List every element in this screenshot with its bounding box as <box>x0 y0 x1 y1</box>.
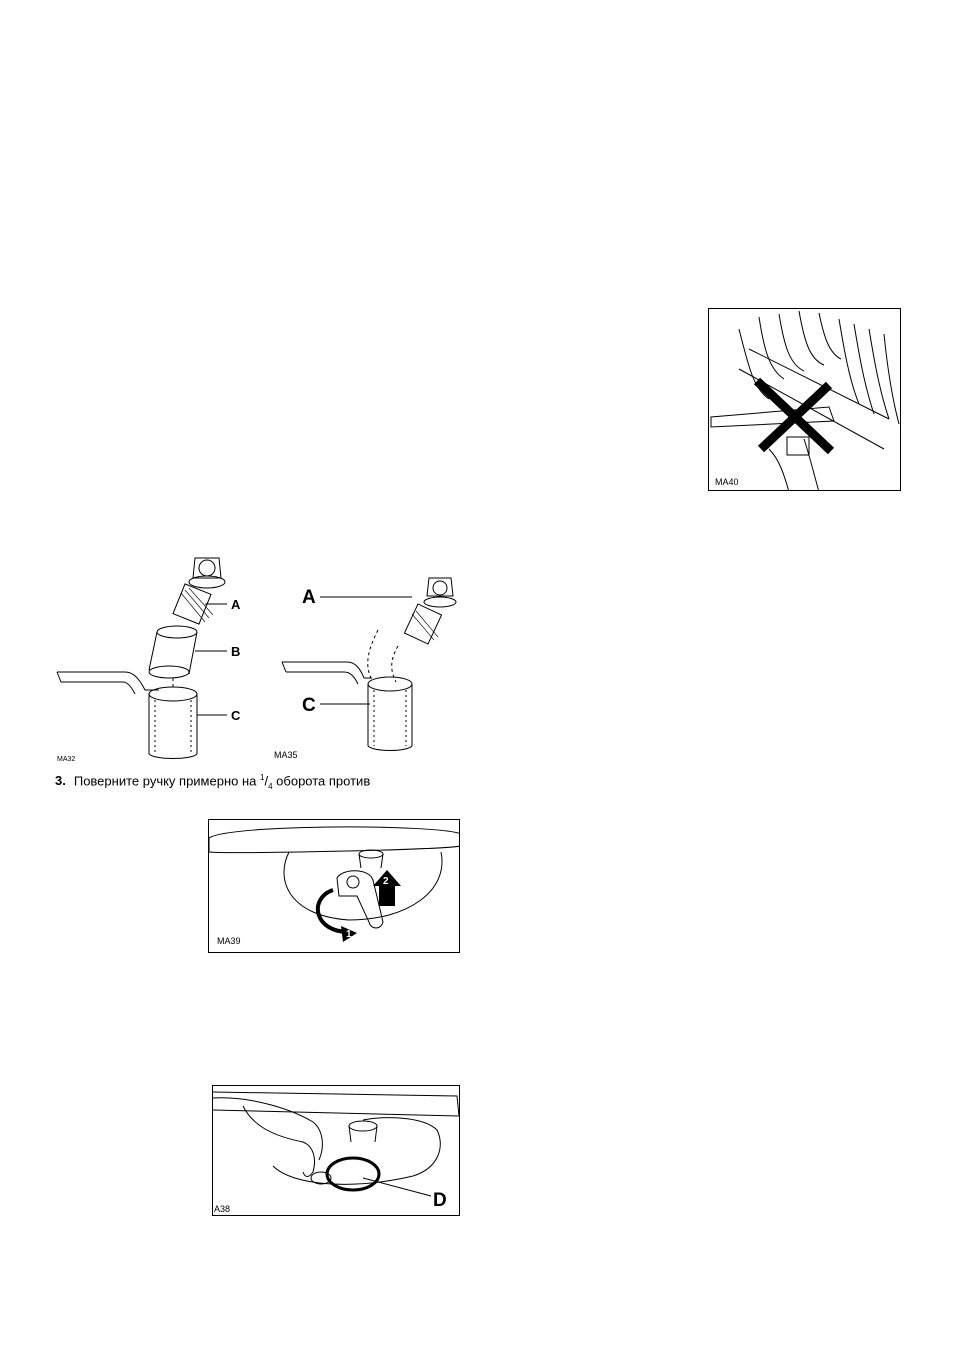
label-c: C <box>302 695 316 716</box>
figure-code: MA40 <box>715 477 739 487</box>
figure-ma40: MA40 <box>708 308 901 491</box>
label-c: C <box>231 708 241 723</box>
figure-code: MA32 <box>57 756 75 763</box>
label-a: A <box>231 597 241 612</box>
arrow-1-label: 1 <box>346 929 352 940</box>
label-d: D <box>433 1190 447 1211</box>
figure-ma39: 1 2 MA39 <box>208 819 460 953</box>
figure-ma32: A B C MA32 <box>55 548 270 770</box>
figure-ma35-drawing: A C <box>272 570 457 765</box>
figure-ma32-drawing: A B C <box>55 548 270 770</box>
step-3-text: 3.Поверните ручку примерно на 1/4 оборот… <box>55 773 370 791</box>
label-b: B <box>231 644 240 659</box>
figure-ma38: D A38 <box>212 1085 460 1216</box>
figure-ma40-drawing <box>709 309 901 491</box>
figure-ma38-drawing: D <box>213 1086 460 1216</box>
step-text-after: оборота против <box>273 773 371 788</box>
figure-code: MA35 <box>274 750 298 760</box>
arrow-2-label: 2 <box>383 876 389 887</box>
figure-ma39-drawing: 1 2 <box>209 820 460 953</box>
step-text-before: Поверните ручку примерно на <box>74 773 260 788</box>
figure-code: MA39 <box>217 936 241 946</box>
fraction-numerator: 1 <box>260 773 264 782</box>
figure-ma35: A C MA35 <box>272 570 457 765</box>
figure-code: A38 <box>214 1204 230 1214</box>
step-number: 3. <box>55 773 66 788</box>
label-a: A <box>302 587 316 608</box>
